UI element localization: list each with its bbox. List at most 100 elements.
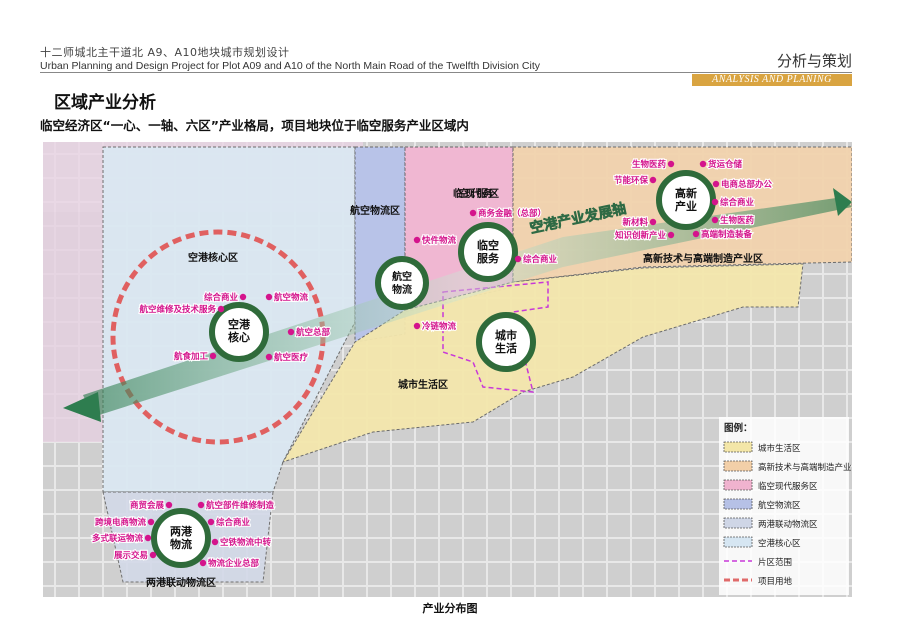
zone-label-city-life: 城市生活区 [398, 378, 448, 391]
label-dot-icon [211, 538, 219, 546]
legend-label: 片区范围 [758, 557, 792, 568]
industry-label-core: 航空维修及技术服务 [139, 304, 216, 315]
label-dot-icon [699, 160, 707, 168]
legend-item-logistics: 航空物流区 [723, 498, 801, 511]
label-dot-icon [144, 534, 152, 542]
legend-item-city-life: 城市生活区 [723, 441, 801, 454]
hub-city: 城市生活 [476, 312, 536, 372]
label-dot-icon [265, 353, 273, 361]
industry-label-core: 航空物流 [274, 292, 309, 303]
label-dot-icon [692, 230, 700, 238]
hub-twin-port-label: 两港物流 [170, 524, 193, 551]
project-title-cn: 十二师城北主干道北 A9、A10地块城市规划设计 [40, 46, 290, 59]
legend-title: 图例： [724, 422, 753, 434]
development-axis [83, 197, 852, 417]
industry-label-core: 航空总部 [296, 327, 331, 338]
page-title: 区域产业分析 [54, 93, 156, 113]
label-dot-icon [667, 231, 675, 239]
legend-label: 项目用地 [758, 576, 793, 587]
hub-service: 临空服务 [458, 222, 518, 282]
label-dot-icon [287, 328, 295, 336]
label-dot-icon [649, 176, 657, 184]
hub-logistics: 航空物流 [375, 256, 429, 310]
header-divider [40, 72, 852, 73]
label-dot-icon [207, 518, 215, 526]
industry-label-hightech: 知识创新产业 [615, 230, 667, 241]
axis-arrow-left-icon [63, 392, 101, 422]
label-dot-icon [413, 322, 421, 330]
zone-label-modern-service: 临空现代服务区 [453, 187, 499, 200]
label-dot-icon [199, 559, 207, 567]
legend-item-modern-service: 临空现代服务区 [723, 479, 818, 492]
legend-label: 空港核心区 [758, 538, 801, 549]
label-dot-icon [649, 218, 657, 226]
industry-label-twin_port: 商贸会展 [130, 500, 165, 511]
planning-boundary [442, 281, 549, 393]
zone-label-core: 空港核心区 [188, 251, 238, 264]
map-caption: 产业分布图 [422, 602, 478, 615]
hub-twin-port: 两港物流 [151, 508, 211, 568]
industry-label-logistics: 快件物流 [422, 235, 457, 246]
hub-logistics-label: 航空物流 [392, 270, 412, 296]
industry-label-hightech: 新材料 [622, 217, 648, 228]
label-dot-icon [413, 236, 421, 244]
industry-distribution-map: 空港产业发展轴 空港核心区 航空物流区 临空现代服务区 高新技术与高端制造产业区… [43, 142, 852, 597]
label-dot-icon [712, 180, 720, 188]
label-dot-icon [514, 255, 522, 263]
industry-label-logistics: 冷链物流 [422, 321, 457, 332]
industry-label-hightech: 高端制造装备 [701, 229, 753, 240]
label-dot-icon [197, 501, 205, 509]
label-dot-icon [239, 293, 247, 301]
label-dot-icon [165, 501, 173, 509]
hub-hightech-label: 高新产业 [675, 186, 697, 213]
industry-label-core: 综合商业 [204, 292, 239, 303]
legend-item-hightech: 高新技术与高端制造产业区 [723, 460, 852, 473]
industry-label-core: 航空医疗 [274, 352, 309, 363]
label-dot-icon [209, 352, 217, 360]
label-dot-icon [147, 518, 155, 526]
legend-label: 两港联动物流区 [758, 519, 818, 530]
hub-core-label: 空港核心 [228, 317, 251, 344]
industry-label-twin_port: 跨境电商物流 [95, 517, 147, 528]
label-dot-icon [469, 209, 477, 217]
legend-item-twin-port: 两港联动物流区 [723, 517, 818, 530]
industry-labels: 综合商业航空物流航空维修及技术服务航空总部航食加工航空医疗快件物流冷链物流商务金… [91, 158, 774, 570]
label-dot-icon [149, 551, 157, 559]
industry-label-hightech: 电商总部办公 [721, 179, 773, 190]
zone-label-twin-port: 两港联动物流区 [146, 576, 216, 589]
hub-core: 空港核心 [209, 302, 269, 362]
industry-label-twin_port: 多式联运物流 [92, 533, 144, 544]
label-dot-icon [217, 305, 225, 313]
industry-label-twin_port: 空铁物流中转 [220, 537, 272, 548]
legend-label: 城市生活区 [758, 443, 801, 454]
label-dot-icon [265, 293, 273, 301]
section-title-en: ANALYSIS AND PLANING [692, 74, 852, 86]
project-title-en: Urban Planning and Design Project for Pl… [40, 60, 541, 72]
industry-label-twin_port: 物流企业总部 [208, 558, 260, 569]
hub-service-label: 临空服务 [477, 238, 500, 265]
zone-label-hightech: 高新技术与高端制造产业区 [643, 252, 763, 265]
page-subtitle: 临空经济区“一心、一轴、六区”产业格局，项目地块位于临空服务产业区域内 [40, 118, 469, 133]
industry-label-core: 航食加工 [174, 351, 209, 362]
industry-label-service: 商务金融（总部） [478, 208, 546, 219]
legend-item-core: 空港核心区 [723, 536, 801, 549]
industry-label-twin_port: 展示交易 [113, 550, 148, 561]
industry-label-hightech: 生物医药 [720, 215, 755, 226]
label-dot-icon [711, 216, 719, 224]
legend: 图例： 城市生活区高新技术与高端制造产业区临空现代服务区航空物流区两港联动物流区… [719, 417, 852, 595]
industry-label-hightech: 货运仓储 [707, 159, 743, 170]
axis-arrow-right-icon [833, 188, 852, 216]
legend-label: 临空现代服务区 [758, 481, 818, 492]
legend-label: 高新技术与高端制造产业区 [758, 462, 852, 473]
legend-item-project: 项目用地 [724, 576, 793, 587]
industry-label-hightech: 生物医药 [632, 159, 667, 170]
industry-label-twin_port: 航空部件维修制造 [206, 500, 275, 511]
industry-label-service: 综合商业 [523, 254, 558, 265]
label-dot-icon [667, 160, 675, 168]
hub-hightech: 高新产业 [656, 170, 716, 230]
industry-label-hightech: 节能环保 [614, 175, 649, 186]
legend-label: 航空物流区 [758, 500, 801, 511]
industry-label-twin_port: 综合商业 [216, 517, 251, 528]
zone-label-logistics: 航空物流区 [350, 204, 400, 217]
hub-city-label: 城市生活 [495, 328, 517, 355]
